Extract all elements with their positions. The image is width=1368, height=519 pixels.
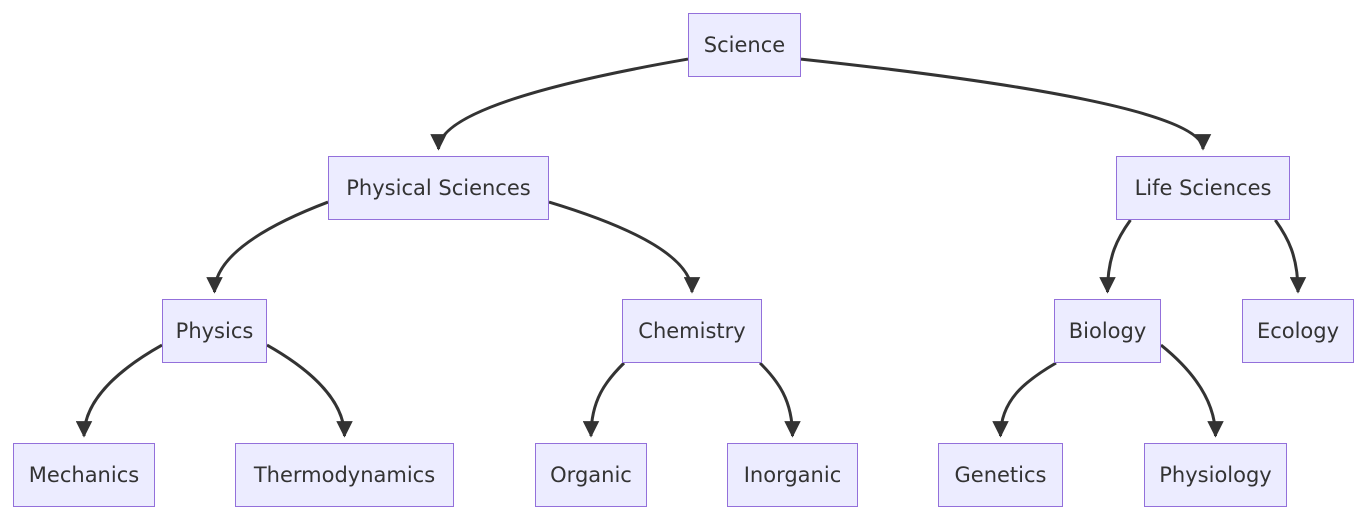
node-label: Life Sciences [1134, 176, 1272, 200]
node-label: Thermodynamics [253, 463, 436, 487]
node-label: Science [703, 33, 786, 57]
node-label: Physical Sciences [346, 176, 531, 200]
node-label: Inorganic [743, 463, 842, 487]
edge-chemistry-to-inorganic [758, 361, 801, 438]
edge-biology-to-physiology [1160, 343, 1224, 438]
node-label: Organic [550, 463, 632, 487]
node-mechanics[interactable]: Mechanics [13, 443, 155, 507]
node-label: Genetics [954, 463, 1047, 487]
node-label: Biology [1068, 319, 1147, 343]
edge-physical-to-chemistry [548, 200, 701, 294]
edge-biology-to-genetics [992, 361, 1057, 438]
node-label: Physiology [1159, 463, 1272, 487]
edge-physical-to-physics [206, 200, 329, 294]
node-physiology[interactable]: Physiology [1144, 443, 1287, 507]
edge-science-to-physical [430, 57, 689, 151]
edge-science-to-life [800, 57, 1212, 151]
node-physics[interactable]: Physics [162, 299, 267, 363]
edge-physics-to-thermo [266, 343, 353, 438]
node-organic[interactable]: Organic [535, 443, 647, 507]
edge-physics-to-mechanics [75, 343, 163, 438]
node-label: Mechanics [28, 463, 140, 487]
node-label: Physics [175, 319, 254, 343]
edge-life-to-ecology [1274, 219, 1307, 294]
node-science[interactable]: Science [688, 13, 801, 77]
edge-chemistry-to-organic [582, 361, 626, 438]
node-life-sciences[interactable]: Life Sciences [1116, 156, 1290, 220]
node-genetics[interactable]: Genetics [938, 443, 1063, 507]
node-chemistry[interactable]: Chemistry [622, 299, 762, 363]
node-thermodynamics[interactable]: Thermodynamics [235, 443, 454, 507]
node-ecology[interactable]: Ecology [1242, 299, 1354, 363]
node-inorganic[interactable]: Inorganic [727, 443, 858, 507]
node-physical-sciences[interactable]: Physical Sciences [328, 156, 549, 220]
node-label: Chemistry [638, 319, 746, 343]
node-biology[interactable]: Biology [1054, 299, 1161, 363]
edge-life-to-biology [1099, 219, 1132, 294]
node-label: Ecology [1256, 319, 1340, 343]
